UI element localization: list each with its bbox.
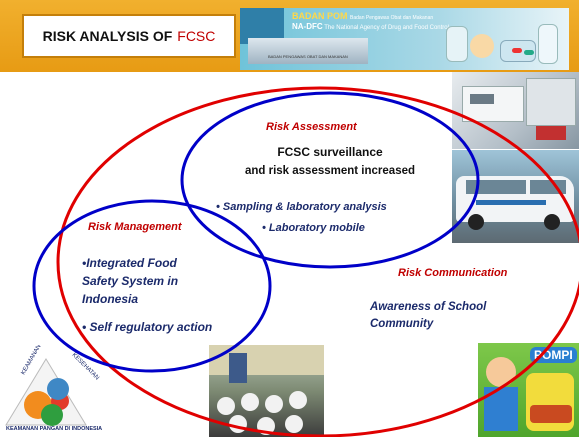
assessment-statement-line2: and risk assessment increased — [244, 165, 416, 177]
medicine-bottles-image — [440, 20, 560, 66]
food-safety-logo-icon: KEAMANAN PANGAN KESEHATAN — [5, 345, 100, 426]
assessment-item-sampling: • Sampling & laboratory analysis — [216, 201, 387, 213]
agency-full-name: Badan Pengawas Obat dan Makanan — [350, 15, 434, 21]
pompi-cartoon: POMPI — [478, 343, 579, 437]
agency-english-name: The National Agency of Drug and Food Con… — [324, 25, 449, 31]
pompi-brand: POMPI — [530, 347, 577, 363]
risk-communication-heading: Risk Communication — [398, 267, 508, 279]
assessment-statement-line1: FCSC surveillance — [277, 145, 383, 159]
logo-caption: KEAMANAN PANGAN DI INDONESIA — [6, 426, 103, 432]
building-image: BADAN PENGAWAS OBAT DAN MAKANAN — [248, 38, 368, 64]
agency-banner: BADAN POM Badan Pengawas Obat dan Makana… — [240, 8, 569, 70]
laboratory-photo — [452, 72, 579, 149]
agency-name: BADAN POM Badan Pengawas Obat dan Makana… — [292, 11, 433, 21]
svg-text:KESEHATAN: KESEHATAN — [71, 352, 100, 381]
mobile-lab-van-photo — [452, 150, 579, 243]
classroom-photo — [209, 345, 324, 437]
communication-item-line2: Community — [370, 318, 434, 330]
communication-item-line1: Awareness of School — [370, 301, 487, 313]
building-caption: BADAN PENGAWAS OBAT DAN MAKANAN — [268, 54, 348, 59]
slide-title: RISK ANALYSIS OF FCSC — [22, 14, 236, 58]
management-item-self-regulatory: • Self regulatory action — [82, 320, 213, 334]
management-item-line3: Indonesia — [82, 292, 139, 306]
risk-management-heading: Risk Management — [88, 221, 182, 233]
management-item-line1: •Integrated Food — [82, 256, 177, 270]
management-item-line2: Safety System in — [82, 274, 179, 288]
title-main: RISK ANALYSIS OF — [42, 28, 173, 44]
risk-assessment-heading: Risk Assessment — [266, 121, 357, 133]
agency-short-name: BADAN POM — [292, 11, 348, 21]
agency-english: NA-DFC The National Agency of Drug and F… — [292, 22, 449, 31]
assessment-item-mobile-lab: • Laboratory mobile — [262, 222, 365, 234]
title-accent: FCSC — [177, 28, 216, 44]
agency-code: NA-DFC — [292, 22, 323, 31]
risk-assessment-ellipse — [180, 91, 480, 269]
